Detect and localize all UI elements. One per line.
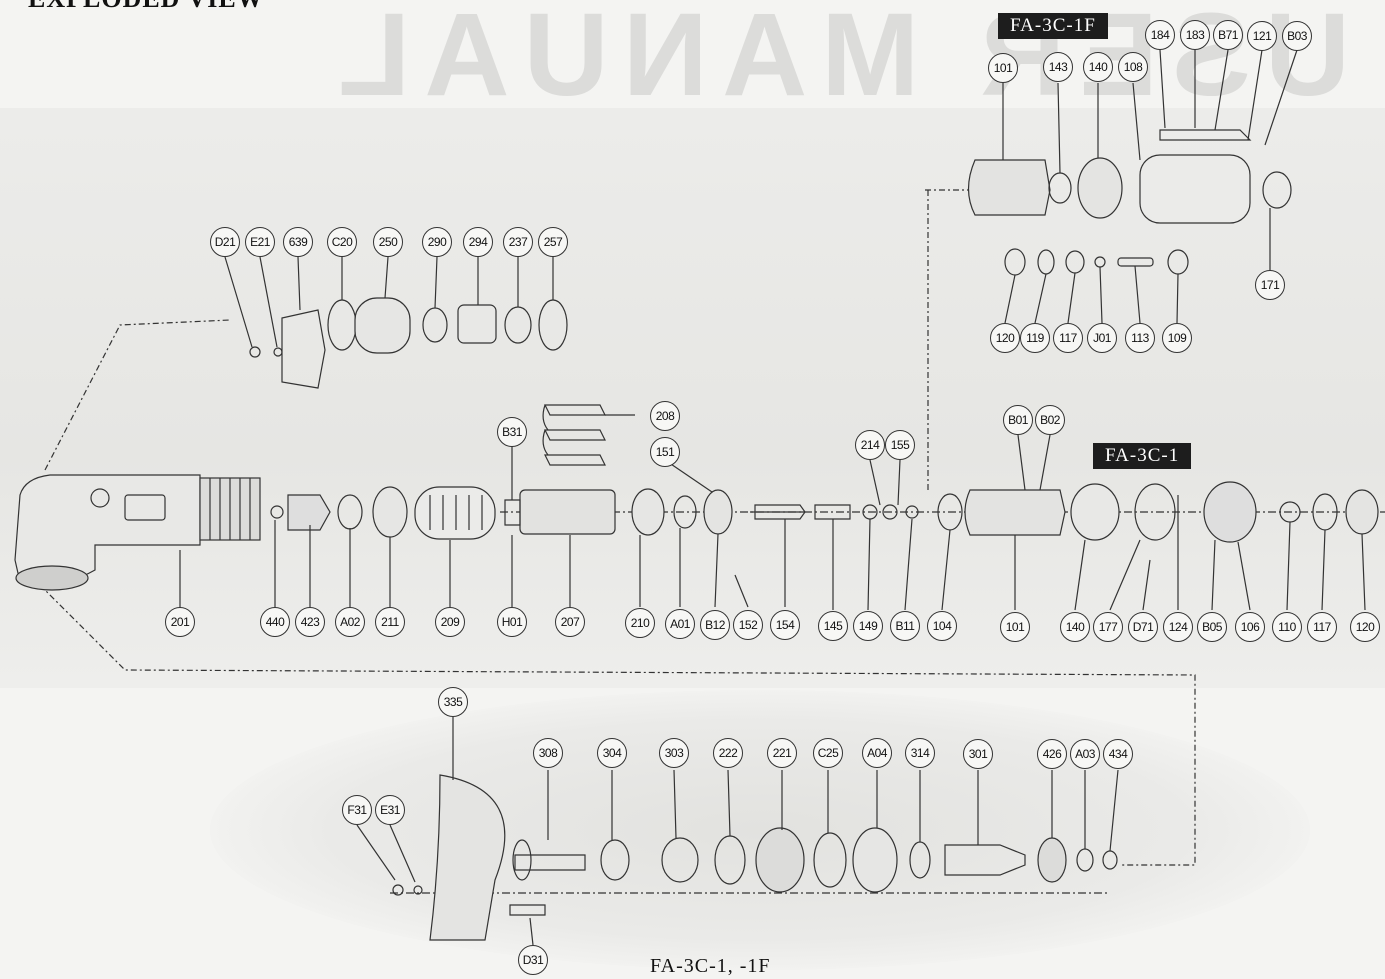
part-number-callout: 294: [463, 227, 493, 257]
part-number-callout: A01: [665, 609, 695, 639]
part-number-callout: 143: [1043, 52, 1073, 82]
part-ring: [270, 505, 284, 519]
part-number-callout: 639: [283, 227, 313, 257]
part-number-callout: D71: [1128, 612, 1158, 642]
part-number-callout: 117: [1053, 323, 1083, 353]
part-number-callout: B12: [700, 610, 730, 640]
part-number-callout: 109: [1162, 323, 1192, 353]
part-number-callout: 113: [1125, 323, 1155, 353]
part-number-callout: A03: [1070, 739, 1100, 769]
part-number-callout: 101: [988, 53, 1018, 83]
part-nut: [287, 494, 331, 531]
part-number-callout: 155: [885, 430, 915, 460]
part-number-callout: C20: [327, 227, 357, 257]
part-number-callout: 108: [1118, 52, 1148, 82]
part-number-callout: B05: [1197, 612, 1227, 642]
part-number-callout: 301: [963, 739, 993, 769]
part-number-callout: 177: [1093, 612, 1123, 642]
part-number-callout: 149: [853, 611, 883, 641]
part-number-callout: 335: [438, 687, 468, 717]
guide-line-upper: [44, 319, 231, 471]
part-number-callout: 314: [905, 738, 935, 768]
part-number-callout: 117: [1307, 612, 1337, 642]
part-number-callout: 221: [767, 738, 797, 768]
part-number-callout: D31: [518, 945, 548, 975]
part-number-callout: 426: [1037, 739, 1067, 769]
part-number-callout: B01: [1003, 405, 1033, 435]
part-number-callout: 120: [990, 323, 1020, 353]
part-number-callout: B31: [497, 417, 527, 447]
part-number-callout: D21: [210, 227, 240, 257]
part-number-callout: 106: [1235, 612, 1265, 642]
part-rotor: [519, 489, 616, 535]
part-number-callout: 434: [1103, 739, 1133, 769]
part-number-callout: 211: [375, 607, 405, 637]
angle-head-part: [14, 474, 261, 591]
part-number-callout: E21: [245, 227, 275, 257]
part-number-callout: B03: [1282, 21, 1312, 51]
part-number-callout: 208: [650, 401, 680, 431]
part-number-callout: 237: [503, 227, 533, 257]
part-number-callout: 257: [538, 227, 568, 257]
part-number-callout: 207: [555, 607, 585, 637]
part-number-callout: 119: [1020, 323, 1050, 353]
part-number-callout: B02: [1035, 405, 1065, 435]
part-number-callout: H01: [497, 607, 527, 637]
part-number-callout: 171: [1255, 270, 1285, 300]
part-number-callout: E31: [375, 795, 405, 825]
part-number-callout: 304: [597, 738, 627, 768]
part-number-callout: 250: [373, 227, 403, 257]
part-number-callout: 201: [165, 607, 195, 637]
model-label-fa-3c-1: FA-3C-1: [1093, 443, 1192, 469]
part-number-callout: 214: [855, 430, 885, 460]
part-gasket: [281, 309, 326, 389]
part-sleeve: [414, 486, 496, 540]
part-number-callout: 423: [295, 607, 325, 637]
part-number-callout: C25: [813, 738, 843, 768]
part-number-callout: 290: [422, 227, 452, 257]
part-number-callout: 120: [1350, 612, 1380, 642]
part-number-callout: 140: [1083, 52, 1113, 82]
part-number-callout: 183: [1180, 20, 1210, 50]
part-housing: [1139, 154, 1251, 224]
part-number-callout: 101: [1000, 612, 1030, 642]
part-number-callout: 145: [818, 611, 848, 641]
part-number-callout: 110: [1272, 612, 1302, 642]
part-number-callout: J01: [1087, 323, 1117, 353]
part-bearing: [372, 486, 408, 538]
part-number-callout: 154: [770, 610, 800, 640]
part-cylinder: [964, 489, 1066, 536]
part-number-callout: 222: [713, 738, 743, 768]
guide-line-lower: [39, 584, 1196, 866]
part-number-callout: 140: [1060, 612, 1090, 642]
part-number-callout: 152: [733, 610, 763, 640]
guide-line-top: [925, 189, 970, 490]
part-number-callout: 121: [1247, 21, 1277, 51]
part-number-callout: A02: [335, 607, 365, 637]
part-number-callout: B71: [1213, 20, 1243, 50]
part-blades: [542, 404, 606, 466]
part-number-callout: 210: [625, 608, 655, 638]
part-number-callout: A04: [862, 738, 892, 768]
part-number-callout: 124: [1163, 612, 1193, 642]
background-shadow: [210, 690, 1310, 970]
part-number-callout: 184: [1145, 20, 1175, 50]
page-title: EXPLODED VIEW: [28, 0, 264, 14]
part-guard: [429, 774, 506, 941]
part-number-callout: 308: [533, 738, 563, 768]
figure-caption: FA-3C-1, -1F: [650, 955, 771, 977]
part-number-callout: F31: [342, 795, 372, 825]
part-number-callout: 440: [260, 607, 290, 637]
model-label-fa-3c-1f: FA-3C-1F: [998, 13, 1108, 39]
part-washer: [337, 494, 363, 530]
part-number-callout: 151: [650, 437, 680, 467]
part-number-callout: 303: [659, 738, 689, 768]
part-number-callout: 209: [435, 607, 465, 637]
part-number-callout: B11: [890, 611, 920, 641]
part-number-callout: 104: [927, 611, 957, 641]
